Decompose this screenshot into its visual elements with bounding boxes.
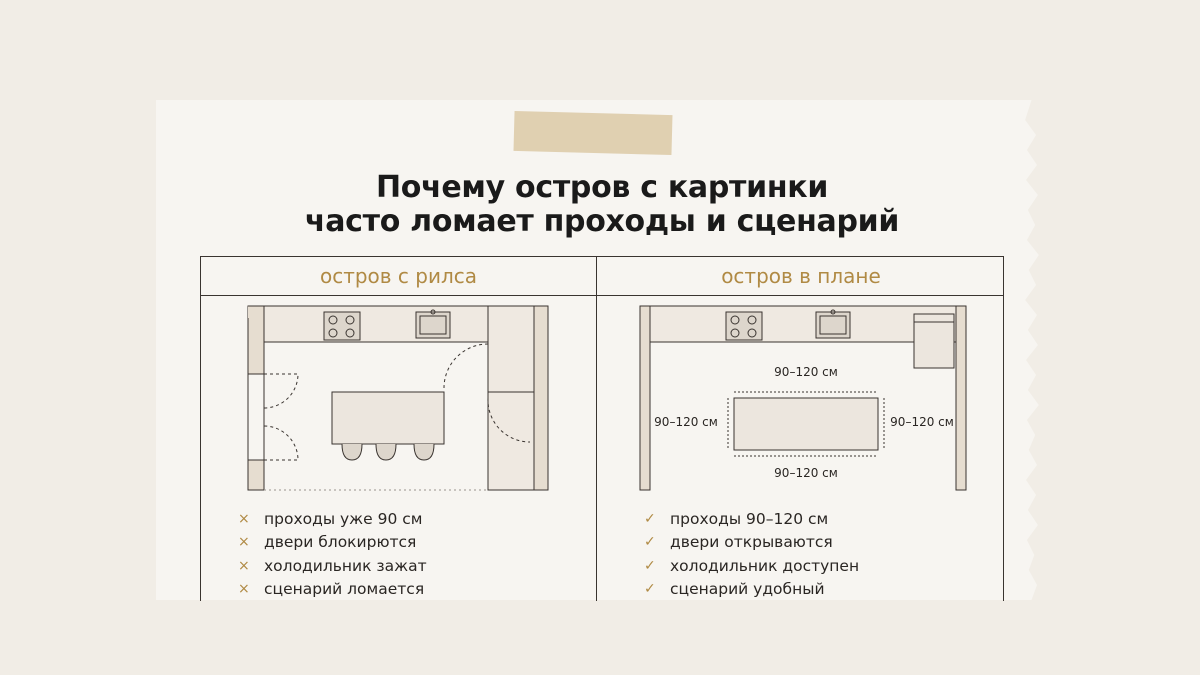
tape-strip bbox=[513, 110, 673, 156]
check-icon: ✓ bbox=[644, 581, 656, 598]
left-cabinet-right bbox=[487, 305, 535, 393]
right-floor-plan: 90–120 см 90–120 см 90–120 см 90–120 см bbox=[639, 305, 967, 491]
list-item: ✓проходы 90–120 см bbox=[644, 509, 829, 528]
right-fridge bbox=[913, 313, 955, 369]
page-title-line-1: Почему остров с картинки bbox=[375, 170, 829, 205]
left-floor-plan bbox=[247, 305, 549, 491]
column-divider bbox=[596, 257, 597, 601]
list-item: ×холодильник зажат bbox=[238, 556, 427, 575]
right-column-heading: остров в плане bbox=[721, 264, 881, 288]
left-issue-list: ×проходы уже 90 см ×двери блокирются ×хо… bbox=[238, 507, 427, 601]
check-icon: ✓ bbox=[644, 557, 656, 574]
left-door-frame bbox=[247, 373, 265, 461]
right-cooktop-icon bbox=[725, 311, 763, 341]
page-title-line-2: часто ломает проходы и сценарий bbox=[304, 204, 900, 239]
dimension-right: 90–120 см bbox=[890, 415, 954, 429]
left-column-heading: остров с рилса bbox=[319, 264, 478, 288]
list-item: ×проходы уже 90 см bbox=[238, 509, 423, 528]
check-icon: ✓ bbox=[644, 510, 656, 527]
left-sink-icon bbox=[415, 309, 451, 339]
left-cooktop-icon bbox=[323, 311, 361, 341]
dimension-bottom: 90–120 см bbox=[774, 466, 838, 480]
left-counter-top bbox=[263, 305, 489, 343]
paper-sheet bbox=[156, 100, 1039, 600]
cross-icon: × bbox=[238, 557, 250, 574]
cross-icon: × bbox=[238, 534, 250, 551]
left-stools bbox=[341, 443, 435, 461]
list-item: ×двери блокирются bbox=[238, 533, 417, 552]
right-wall-left bbox=[639, 305, 651, 491]
dimension-left: 90–120 см bbox=[654, 415, 718, 429]
left-door-swing bbox=[263, 373, 299, 409]
list-item: ✓холодильник доступен bbox=[644, 556, 860, 575]
cross-icon: × bbox=[238, 510, 250, 527]
dimension-top: 90–120 см bbox=[774, 365, 838, 379]
cross-icon: × bbox=[238, 581, 250, 598]
header-divider bbox=[201, 295, 1003, 296]
list-item: ✓сценарий удобный bbox=[644, 580, 825, 599]
right-sink-icon bbox=[815, 309, 851, 339]
right-island bbox=[733, 397, 879, 451]
right-counter-top bbox=[649, 305, 957, 343]
left-wall-right bbox=[533, 305, 549, 491]
right-wall-right bbox=[955, 305, 967, 491]
left-island bbox=[331, 391, 445, 445]
right-benefit-list: ✓проходы 90–120 см ✓двери открываются ✓х… bbox=[644, 507, 859, 601]
check-icon: ✓ bbox=[644, 534, 656, 551]
list-item: ×сценарий ломается bbox=[238, 580, 425, 599]
list-item: ✓двери открываются bbox=[644, 533, 833, 552]
comparison-table: остров с рилса остров в плане bbox=[200, 256, 1004, 601]
